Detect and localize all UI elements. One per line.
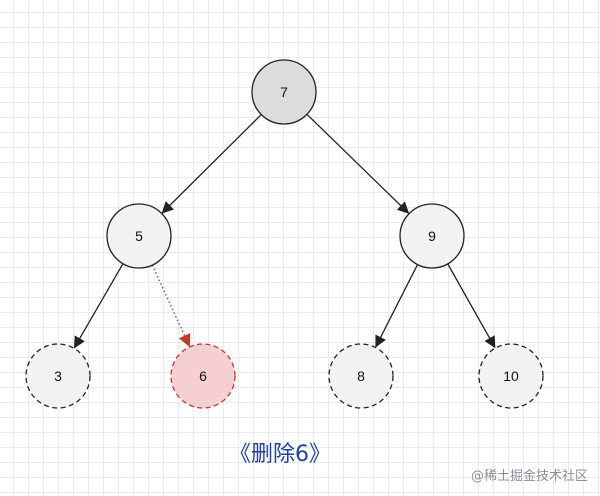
node-label-7: 7 <box>280 84 288 100</box>
node-circle-3 <box>25 343 91 409</box>
tree-node-5: 5 <box>106 203 172 269</box>
nodes-layer: 7 5 9 3 6 8 10 <box>25 59 544 409</box>
node-label-8: 8 <box>357 368 365 384</box>
tree-node-10: 10 <box>478 343 544 409</box>
edge-n9-n10 <box>447 263 496 349</box>
node-label-10: 10 <box>503 368 519 384</box>
edge-n5-n6 <box>151 264 191 348</box>
tree-node-7: 7 <box>251 59 317 125</box>
tree-node-8: 8 <box>328 343 394 409</box>
node-label-3: 3 <box>54 368 62 384</box>
watermark: @稀土掘金技术社区 <box>470 469 588 484</box>
tree-node-3: 3 <box>25 343 91 409</box>
node-circle-7 <box>251 59 317 125</box>
diagram-caption: 《删除6》 <box>229 442 331 467</box>
node-label-5: 5 <box>135 228 143 244</box>
node-circle-8 <box>328 343 394 409</box>
edge-n7-n9 <box>306 113 410 214</box>
node-label-6: 6 <box>199 368 207 384</box>
tree-node-9: 9 <box>399 203 465 269</box>
node-label-9: 9 <box>428 228 436 244</box>
edge-n9-n8 <box>375 264 419 348</box>
edge-n7-n5 <box>161 114 262 214</box>
edges-layer <box>73 113 496 349</box>
edge-n5-n3 <box>73 263 124 349</box>
node-circle-6 <box>170 343 236 409</box>
node-circle-9 <box>399 203 465 269</box>
node-circle-10 <box>478 343 544 409</box>
tree-node-6: 6 <box>170 343 236 409</box>
node-circle-5 <box>106 203 172 269</box>
